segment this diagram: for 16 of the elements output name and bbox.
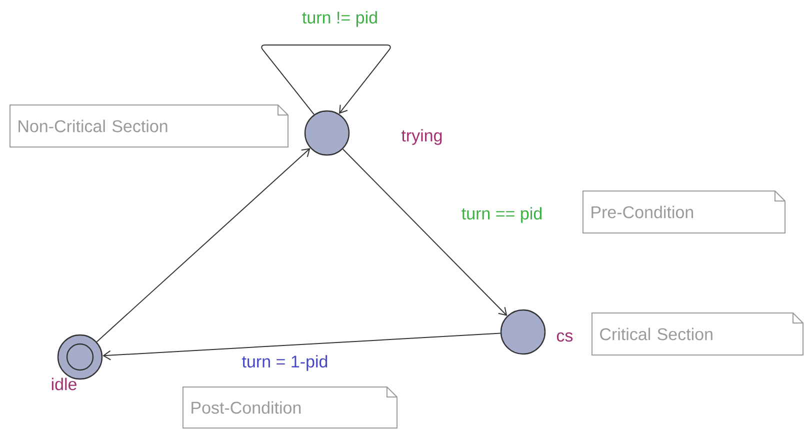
state-name: trying <box>401 129 442 145</box>
state-circle <box>304 110 350 156</box>
edge-label: turn == pid <box>462 207 542 223</box>
edge-label: turn = 1-pid <box>242 355 328 371</box>
note: Critical Section <box>592 312 804 356</box>
state-name: cs <box>556 332 573 342</box>
note: Non-Critical Section <box>10 104 288 148</box>
note: Pre-Condition <box>582 190 786 234</box>
arrow <box>342 148 508 316</box>
edge-label: turn != pid <box>302 11 377 27</box>
state-name: idle <box>52 378 76 390</box>
note: Post-Condition <box>182 386 398 428</box>
arrow <box>96 148 310 342</box>
state-circle <box>500 309 546 355</box>
arrow <box>261 44 391 115</box>
arrow <box>102 332 501 360</box>
